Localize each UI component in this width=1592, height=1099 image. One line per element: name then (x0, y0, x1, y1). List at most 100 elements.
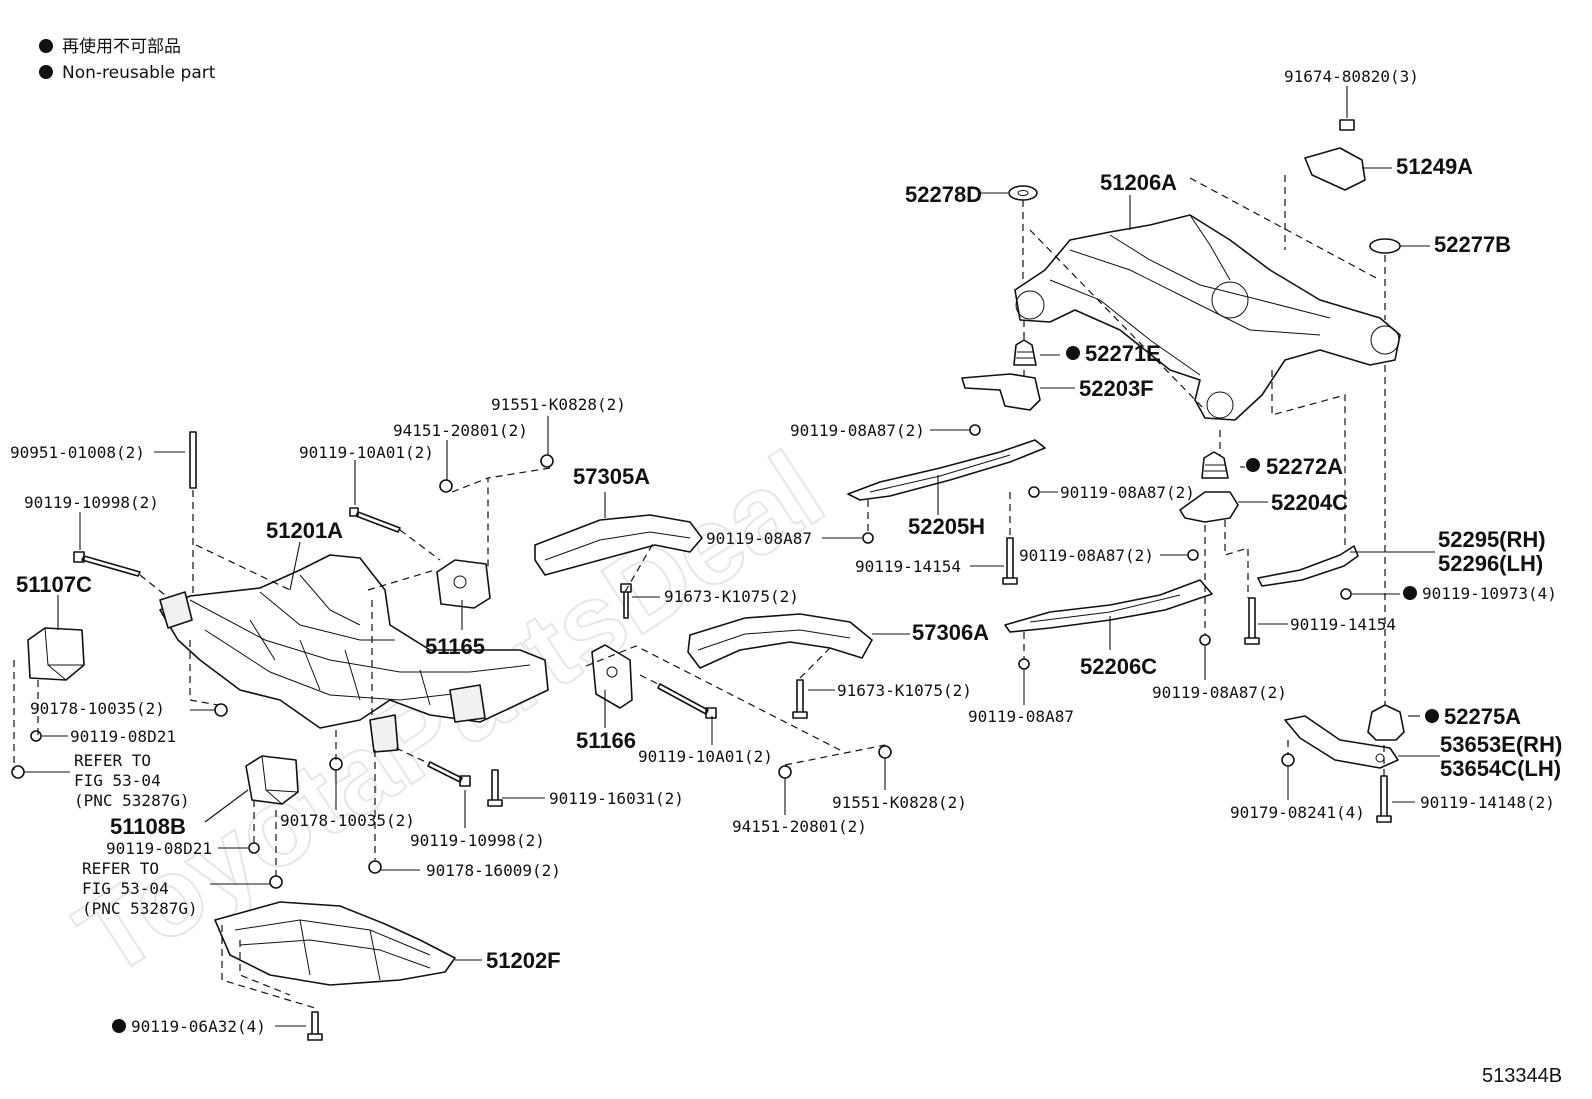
bracket-51249a (1304, 147, 1366, 191)
nonreusable-dot-52275a (1425, 709, 1439, 723)
label-refer2-line3: (PNC 53287G) (82, 899, 198, 918)
label-51202f: 51202F (486, 948, 561, 973)
label-90119-14148: 90119-14148(2) (1420, 793, 1555, 812)
bolt-90119-08a87-e (1018, 658, 1030, 670)
bolt-90119-14148 (1376, 775, 1392, 823)
bushing-51107c (27, 627, 85, 681)
bushing-51108b (245, 755, 299, 805)
cushion-52272a (1201, 451, 1229, 479)
nonreusable-dot-52272a (1246, 458, 1260, 472)
bracket-52204c (1179, 491, 1239, 523)
label-refer1-line3: (PNC 53287G) (74, 791, 190, 810)
front-crossmember-51201a (159, 554, 549, 753)
bolt-90119-08a87-a (969, 424, 981, 436)
nut-91551-top (540, 454, 554, 468)
label-refer1-line1: REFER TO (74, 751, 151, 770)
bolt-91674-80820 (1339, 119, 1355, 131)
bolt-90119-10998-bot (427, 761, 471, 787)
label-51166: 51166 (576, 728, 636, 753)
brace-52205h (847, 439, 1046, 501)
legend-text-en: Non-reusable part (62, 63, 216, 83)
bracket-51165 (436, 559, 491, 609)
cushion-52271e (1013, 339, 1037, 366)
nut-94151-bot (778, 765, 792, 779)
label-52271e: 52271E (1085, 341, 1161, 366)
bolt-90119-10a01-top (349, 507, 401, 533)
bolt-90119-08d21-b (248, 842, 260, 854)
nut-90179-08241 (1281, 753, 1295, 767)
cushion-52275a (1367, 704, 1405, 741)
bolt-90119-06a32 (307, 1011, 323, 1041)
label-53654c-lh: 53654C(LH) (1440, 756, 1561, 781)
nonreusable-dot-90119-10973 (1403, 586, 1417, 600)
label-90119-10998-top: 90119-10998(2) (24, 493, 159, 512)
label-refer2-line1: REFER TO (82, 859, 159, 878)
label-91551-k0828-top: 91551-K0828(2) (491, 395, 626, 414)
label-refer1-line2: FIG 53-04 (74, 771, 161, 790)
bolt-90119-10998-top (73, 551, 141, 577)
under-cover-51202f (214, 901, 456, 986)
label-51107c: 51107C (16, 572, 92, 597)
bolt-90119-10a01-bot (657, 683, 717, 719)
label-52295-rh: 52295(RH) (1438, 527, 1546, 552)
label-90119-08a87-e: 90119-08A87 (968, 707, 1074, 726)
bolt-90119-16031 (487, 769, 503, 807)
label-52296-lh: 52296(LH) (1438, 551, 1543, 576)
label-52205h: 52205H (908, 514, 985, 539)
brace-57306a (687, 613, 873, 669)
bolt-90119-14154-a (1002, 537, 1018, 585)
bolt-90119-14154-b (1244, 597, 1260, 645)
bracket-52203f (961, 373, 1041, 411)
label-90119-10998-bot: 90119-10998(2) (410, 831, 545, 850)
nonreusable-dot-90119-06a32 (112, 1019, 126, 1033)
label-91673-k1075-b: 91673-K1075(2) (837, 681, 972, 700)
label-90119-14154-b: 90119-14154 (1290, 615, 1396, 634)
bolt-90119-08a87-f (1199, 634, 1211, 646)
label-91673-k1075-a: 91673-K1075(2) (664, 587, 799, 606)
brace-52206c (1004, 579, 1213, 633)
stopper-52278d (1008, 185, 1038, 201)
label-90119-16031: 90119-16031(2) (549, 789, 684, 808)
label-51249a: 51249A (1396, 154, 1473, 179)
label-91674-80820: 91674-80820(3) (1284, 67, 1419, 86)
bolt-right-refer2 (269, 875, 283, 889)
label-90119-08a87-a: 90119-08A87(2) (790, 421, 925, 440)
label-90119-08d21-b: 90119-08D21 (106, 839, 212, 858)
legend-text-jp: 再使用不可部品 (62, 36, 181, 57)
bolt-90119-08d21-a (30, 730, 42, 742)
nut-90178-10035-a (214, 703, 228, 717)
label-52275a: 52275A (1444, 704, 1521, 729)
legend: 再使用不可部品 Non-reusable part (39, 36, 216, 83)
stopper-52277b (1369, 238, 1401, 254)
label-51165: 51165 (425, 634, 485, 659)
label-52204c: 52204C (1271, 490, 1348, 515)
label-52272a: 52272A (1266, 454, 1343, 479)
label-57305a: 57305A (573, 464, 650, 489)
leader-lines (24, 86, 1440, 1027)
rear-crossmember-51206a (1014, 214, 1401, 421)
label-90119-10a01-bot: 90119-10A01(2) (638, 747, 773, 766)
label-91551-k0828-bot: 91551-K0828(2) (832, 793, 967, 812)
labels: 91674-80820(3) 51249A 52278D 51206A 5227… (10, 67, 1562, 1087)
bolt-90119-10973 (1340, 588, 1352, 600)
nut-91551-bot (878, 745, 892, 759)
label-90119-06a32: 90119-06A32(4) (131, 1017, 266, 1036)
label-94151-20801-bot: 94151-20801(2) (732, 817, 867, 836)
label-90178-10035-b: 90178-10035(2) (280, 811, 415, 830)
label-refer2-line2: FIG 53-04 (82, 879, 169, 898)
fasteners (11, 119, 1392, 1041)
legend-dot-en (39, 65, 53, 79)
label-52206c: 52206C (1080, 654, 1157, 679)
brace-57305a (534, 514, 703, 576)
label-90178-10035-a: 90178-10035(2) (30, 699, 165, 718)
bolt-90119-08a87-b (1028, 486, 1040, 498)
bolt-91673-b (792, 679, 808, 719)
label-90119-08d21-a: 90119-08D21 (70, 727, 176, 746)
label-51206a: 51206A (1100, 170, 1177, 195)
label-52203f: 52203F (1079, 376, 1154, 401)
label-90179-08241: 90179-08241(4) (1230, 803, 1365, 822)
label-90119-10973: 90119-10973(4) (1422, 584, 1557, 603)
label-52277b: 52277B (1434, 232, 1511, 257)
brace-52295-52296 (1257, 545, 1359, 587)
